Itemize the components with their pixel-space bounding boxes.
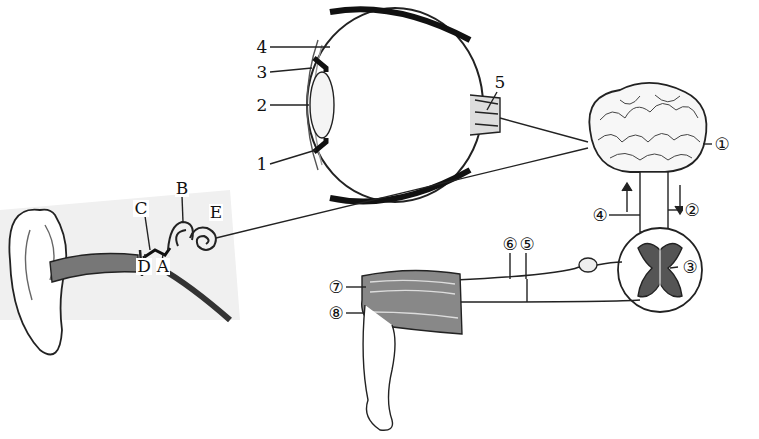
callout-number: ⑧ — [327, 305, 344, 322]
callout-number: ⑥ — [501, 236, 518, 253]
part-letter: C — [133, 200, 148, 217]
brain — [589, 83, 706, 172]
callout-number: ③ — [681, 259, 698, 276]
part-letter: E — [209, 204, 223, 221]
callout-number: ① — [713, 136, 730, 153]
callout-number: 2 — [256, 97, 269, 114]
callout-number: ⑦ — [327, 279, 344, 296]
spinal-cord — [618, 228, 702, 312]
part-letter: A — [156, 258, 170, 275]
eyeball — [307, 8, 483, 202]
callout-number: 4 — [256, 39, 269, 56]
callout-number: 1 — [256, 156, 269, 173]
cochlea — [190, 227, 216, 250]
callout-number: ④ — [591, 207, 608, 224]
auricle — [9, 210, 66, 355]
callout-number: 3 — [256, 64, 269, 81]
callout-number: 5 — [494, 74, 507, 91]
callout-number: ② — [683, 202, 700, 219]
part-letter: B — [175, 180, 190, 197]
part-letter: D — [136, 258, 152, 275]
lens — [310, 72, 334, 138]
callout-number: ⑤ — [518, 236, 535, 253]
